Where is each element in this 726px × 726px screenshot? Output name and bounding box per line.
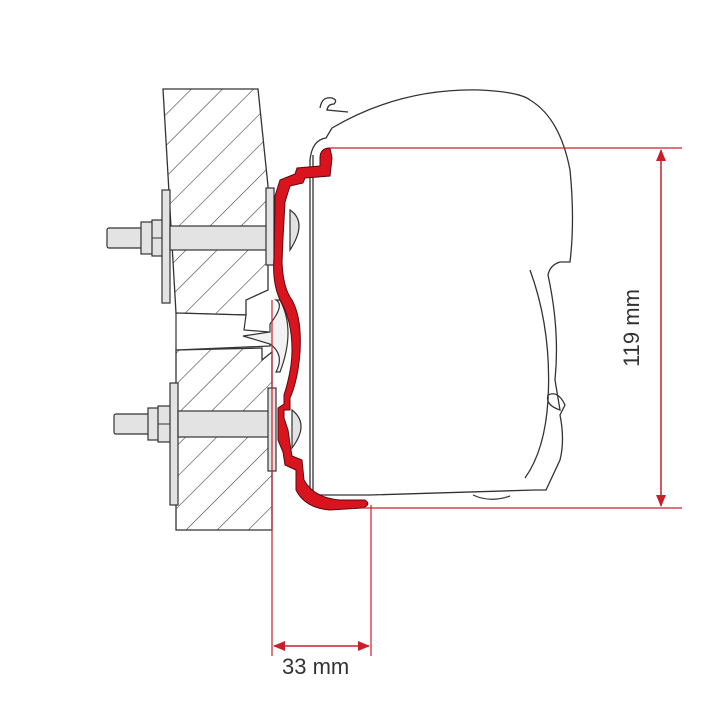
- dimension-lines: [271, 147, 682, 656]
- rubber-seal: [242, 299, 289, 373]
- wall-section: [162, 88, 273, 531]
- bolt-upper: [106, 187, 300, 304]
- height-dimension-label: 119 mm: [619, 289, 644, 367]
- width-dimension-label: 33 mm: [282, 654, 350, 679]
- awning-housing: [309, 89, 574, 500]
- adapter-bracket: [273, 147, 369, 511]
